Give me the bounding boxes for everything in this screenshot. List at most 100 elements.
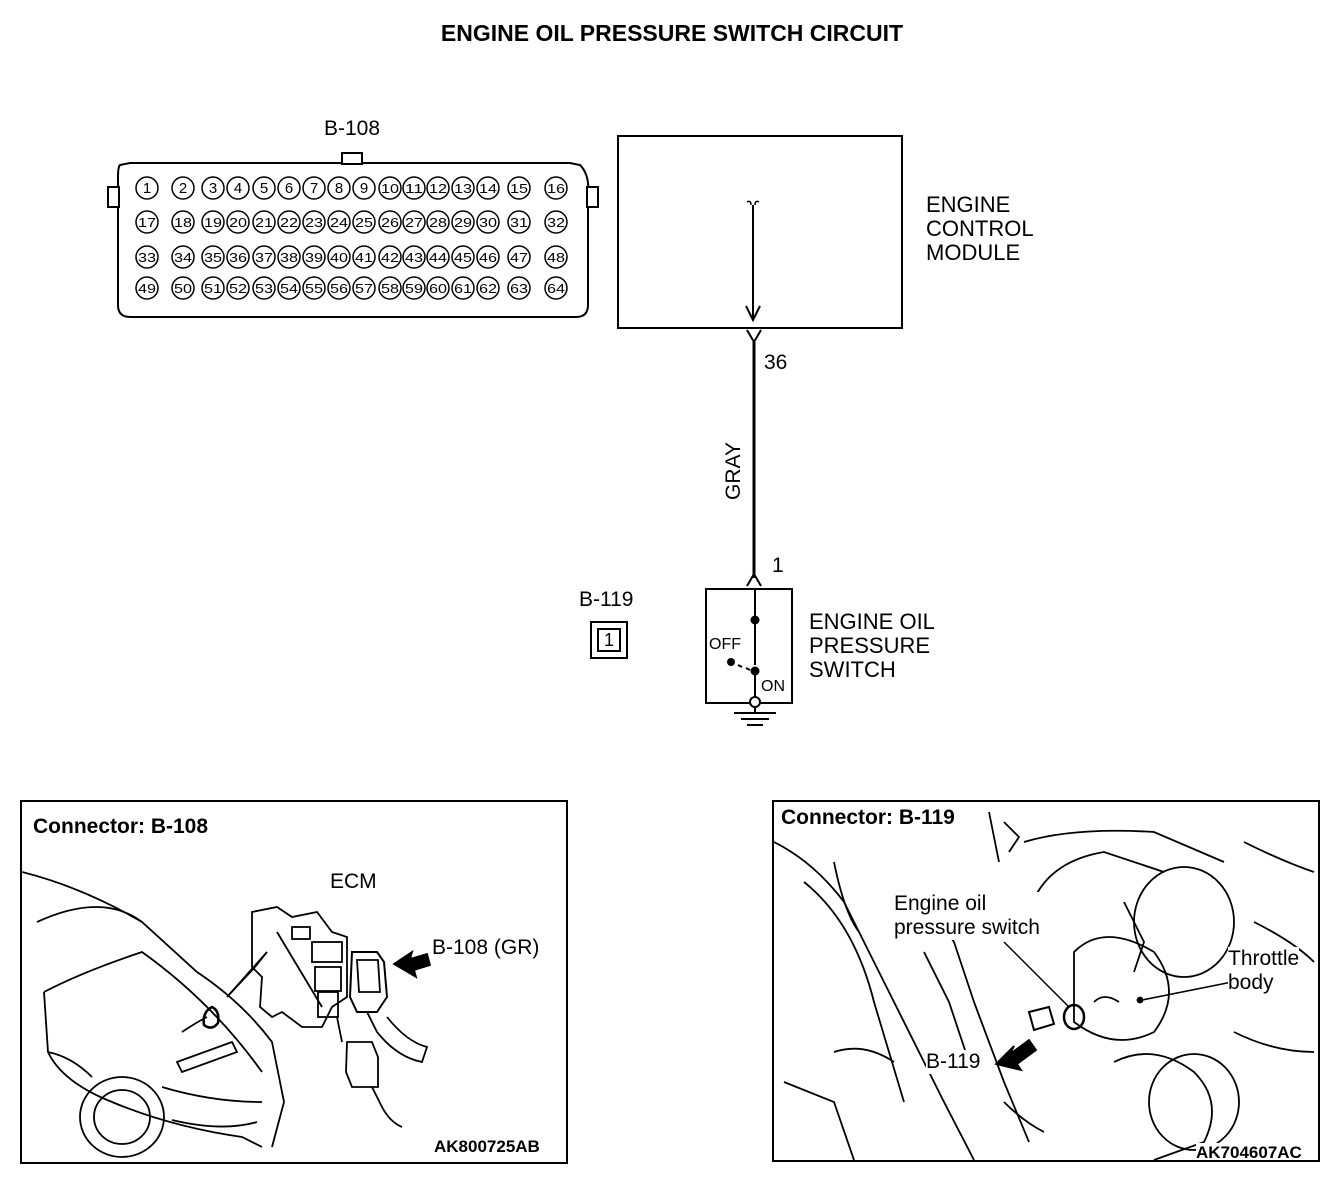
b108-pin-32: 32 (547, 215, 565, 230)
car-ecm-illustration (22, 871, 432, 1158)
b108-pin-ring (402, 245, 426, 269)
b108-pin-ring (327, 176, 351, 200)
b108-pin-41: 41 (355, 250, 373, 265)
b108-pin-10: 10 (381, 181, 399, 196)
ecm-callout: ECM (330, 870, 377, 894)
b108-pin-ring (302, 210, 326, 234)
b108-pin-64: 64 (547, 281, 565, 296)
panel-right-title: Connector: B-119 (781, 806, 955, 830)
b108-pin-57: 57 (355, 281, 373, 296)
b108-pin-31: 31 (510, 215, 528, 230)
b108-pin-ring (426, 245, 450, 269)
b108-pin-48: 48 (547, 250, 565, 265)
panel-left-code: AK800725AB (434, 1137, 540, 1156)
b108-pin-20: 20 (229, 215, 247, 230)
diagram-title: ENGINE OIL PRESSURE SWITCH CIRCUIT (440, 20, 904, 46)
b108-pin-ring (378, 210, 402, 234)
b108-pin-49: 49 (138, 281, 156, 296)
b108-pin-ring (352, 276, 376, 300)
b108-pin-33: 33 (138, 250, 156, 265)
b108-pin-ring (201, 276, 225, 300)
b108-pin-ring (135, 176, 159, 200)
connector-b108-location-panel: Connector: B-108 ECM B-108 (GR) AK800725… (20, 800, 568, 1164)
b108-pin-6: 6 (285, 180, 293, 197)
switch-terminal-1: 1 (772, 554, 784, 577)
b108-pin-ring (135, 276, 159, 300)
b108-pin-50: 50 (174, 281, 192, 296)
b108-pin-ring (451, 276, 475, 300)
b108-pin-63: 63 (510, 281, 528, 296)
panel-right-code: AK704607AC (1196, 1143, 1302, 1162)
b108-pin-18: 18 (174, 215, 192, 230)
b108-pin-55: 55 (305, 281, 323, 296)
b108-pin-ring (378, 176, 402, 200)
b108-pin-ring (302, 245, 326, 269)
b108-pin-ring (277, 176, 301, 200)
gray-wire (746, 329, 762, 587)
b108-pin-42: 42 (381, 250, 399, 265)
b108-pin-ring (201, 210, 225, 234)
b108-pin-16: 16 (547, 181, 565, 196)
ecm-label-line2: CONTROL (926, 216, 1034, 241)
b108-pin-8: 8 (335, 180, 343, 197)
b108-pin-ring (476, 176, 500, 200)
connector-b119-label: B-119 (579, 588, 634, 611)
b108-pin-ring (378, 245, 402, 269)
b108-callout: B-108 (GR) (432, 936, 540, 960)
b108-pin-ring (302, 176, 326, 200)
b108-pin-14: 14 (479, 181, 497, 196)
b108-pin-ring (451, 176, 475, 200)
b119-callout: B-119 (926, 1050, 981, 1074)
switch-label-line3: SWITCH (809, 657, 896, 682)
b108-pin-36: 36 (229, 250, 247, 265)
b108-pin-ring (426, 176, 450, 200)
b108-pin-22: 22 (280, 215, 298, 230)
b108-pin-34: 34 (174, 250, 192, 265)
b108-pin-ring (476, 245, 500, 269)
b108-pin-39: 39 (305, 250, 323, 265)
b108-pin-25: 25 (355, 215, 373, 230)
connector-b119-face: 1 (590, 621, 628, 659)
throttle-callout-line1: Throttle (1228, 947, 1300, 970)
switch-label-line2: PRESSURE (809, 633, 931, 658)
connector-b119-location-panel: Connector: B-119 Engine oil pressure swi… (772, 800, 1320, 1162)
ecm-label-line3: MODULE (926, 240, 1021, 265)
b108-pin-ring (426, 210, 450, 234)
b108-pin-ring (476, 276, 500, 300)
b108-pin-23: 23 (305, 215, 323, 230)
b108-pin-38: 38 (280, 250, 298, 265)
b108-pin-ring (201, 245, 225, 269)
throttle-body-callout: Throttle body (1228, 947, 1300, 995)
b108-pin-17: 17 (138, 215, 156, 230)
b108-pin-ring (277, 276, 301, 300)
b108-pin-56: 56 (330, 281, 348, 296)
b108-pin-46: 46 (479, 250, 497, 265)
b108-pin-51: 51 (204, 281, 222, 296)
b108-pin-44: 44 (429, 250, 447, 265)
b108-pin-13: 13 (454, 181, 472, 196)
b108-pin-29: 29 (454, 215, 472, 230)
b108-pin-59: 59 (405, 281, 423, 296)
b108-pin-ring (226, 176, 250, 200)
b108-pin-62: 62 (479, 281, 497, 296)
throttle-callout-line2: body (1228, 971, 1274, 994)
switch-callout-line1: Engine oil (894, 892, 987, 915)
engine-bay-illustration (774, 811, 1315, 1160)
b108-pin-ring (135, 210, 159, 234)
b108-pin-21: 21 (255, 215, 273, 230)
b108-pin-ring (252, 276, 276, 300)
b108-pin-ring (352, 210, 376, 234)
b108-pin-15: 15 (510, 181, 528, 196)
panel-left-title: Connector: B-108 (33, 815, 209, 839)
b108-pin-19: 19 (204, 215, 222, 230)
b108-pin-ring (544, 276, 568, 300)
b108-pin-7: 7 (310, 180, 318, 197)
b108-pin-24: 24 (330, 215, 348, 230)
b108-pin-ring (544, 176, 568, 200)
b108-pin-40: 40 (330, 250, 348, 265)
b108-pin-ring (171, 245, 195, 269)
b108-pin-ring (171, 210, 195, 234)
b108-pin-2: 2 (179, 180, 187, 197)
b108-pin-ring (352, 245, 376, 269)
